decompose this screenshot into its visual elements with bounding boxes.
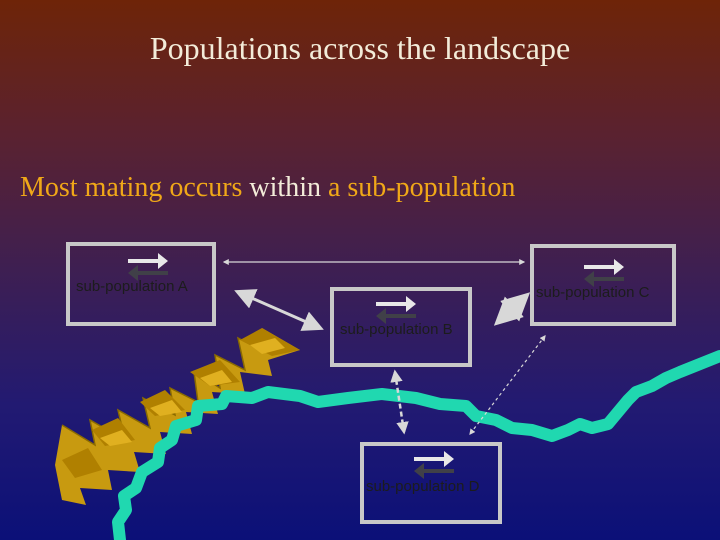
sub-population-d-label: sub-population D <box>366 478 480 495</box>
subtitle-part-3: a sub-population <box>327 172 516 203</box>
mountain-range <box>55 328 300 505</box>
swap-arrows-icon <box>414 451 454 479</box>
sub-population-b-box: sub-population B <box>330 287 472 367</box>
swap-arrows-icon <box>376 296 416 324</box>
sub-population-a-label: sub-population A <box>76 278 188 295</box>
arrow-a-b <box>234 289 324 331</box>
sub-population-b-label: sub-population B <box>340 321 453 338</box>
sub-population-a-box: sub-population A <box>66 242 216 326</box>
arrow-c-d <box>469 335 546 435</box>
sub-population-c-box: sub-population C <box>530 244 676 326</box>
swap-arrows-icon <box>128 253 168 281</box>
arrow-b-d <box>390 369 409 435</box>
swap-arrows-icon <box>584 259 624 287</box>
arrow-b-c <box>493 292 531 326</box>
subtitle-part-2: within <box>242 172 328 203</box>
sub-population-d-box: sub-population D <box>360 442 502 524</box>
slide-subtitle: Most mating occurs within a sub-populati… <box>20 172 515 204</box>
sub-population-c-label: sub-population C <box>536 284 650 301</box>
slide-title: Populations across the landscape <box>149 30 571 66</box>
subtitle-part-1: Most mating occurs <box>20 172 243 203</box>
